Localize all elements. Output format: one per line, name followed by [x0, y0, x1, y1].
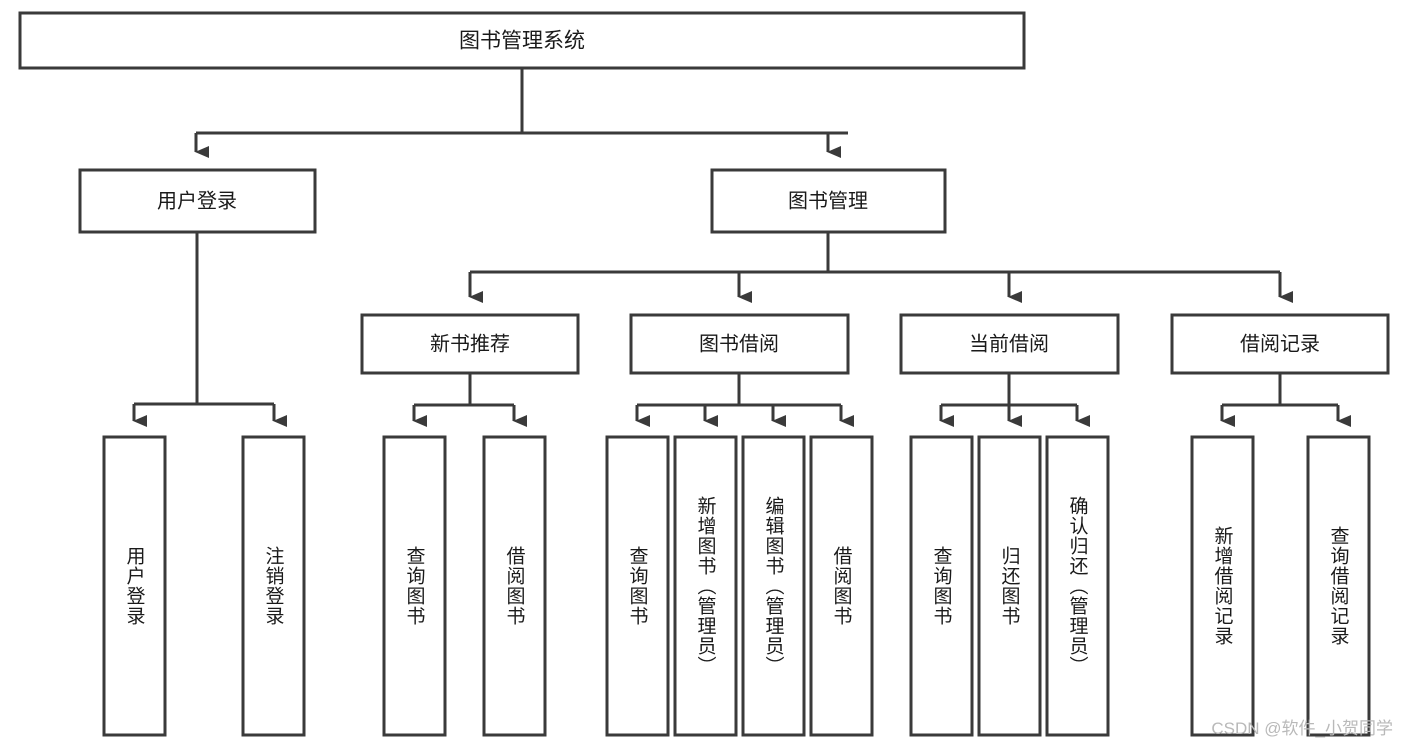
leaf-borrow-record-query[interactable]: 查询借阅记录	[1306, 435, 1371, 737]
leaf-borrow-record-query-label: 查询借阅记录	[1328, 526, 1350, 646]
leaf-book-borrow-edit-label: 编辑图书（管理员）	[763, 496, 785, 676]
leaf-borrow-record-add-label: 新增借阅记录	[1212, 526, 1234, 646]
leaf-book-borrow-query[interactable]: 查询图书	[605, 435, 670, 737]
leaf-current-borrow-query[interactable]: 查询图书	[909, 435, 974, 737]
node-borrow-record[interactable]: 借阅记录	[1170, 313, 1390, 375]
leaf-user-login-login[interactable]: 用户登录	[102, 435, 167, 737]
connector-root-to-level2	[194, 68, 848, 158]
node-current-borrow[interactable]: 当前借阅	[899, 313, 1120, 375]
leaf-new-book-query[interactable]: 查询图书	[382, 435, 447, 737]
csdn-watermark: CSDN @软件_小贺同学	[1211, 719, 1393, 738]
node-book-management-label: 图书管理	[788, 189, 868, 212]
leaf-borrow-record-add[interactable]: 新增借阅记录	[1190, 435, 1255, 737]
node-book-management[interactable]: 图书管理	[710, 168, 947, 234]
node-new-book-recommend-label: 新书推荐	[430, 332, 510, 355]
leaf-user-login-logout-label: 注销登录	[263, 546, 285, 626]
node-root-label: 图书管理系统	[459, 30, 585, 53]
node-new-book-recommend[interactable]: 新书推荐	[360, 313, 580, 375]
node-borrow-record-label: 借阅记录	[1240, 332, 1320, 355]
connector-book-borrow-to-leaves	[635, 373, 854, 427]
node-user-login[interactable]: 用户登录	[78, 168, 317, 234]
node-current-borrow-label: 当前借阅	[969, 332, 1049, 355]
connector-borrow-record-to-leaves	[1220, 373, 1351, 427]
connector-book-manage-to-level3	[468, 232, 1293, 303]
leaf-book-borrow-query-label: 查询图书	[627, 546, 649, 626]
leaf-current-borrow-return[interactable]: 归还图书	[977, 435, 1042, 737]
leaf-book-borrow-add-label: 新增图书（管理员）	[695, 496, 717, 676]
leaf-new-book-query-label: 查询图书	[404, 546, 426, 626]
leaf-book-borrow-borrow-label: 借阅图书	[831, 546, 853, 626]
leaf-new-book-borrow-label: 借阅图书	[504, 546, 526, 626]
node-root-book-management-system[interactable]: 图书管理系统	[18, 11, 1026, 70]
leaf-current-borrow-query-label: 查询图书	[931, 546, 953, 626]
connector-user-login-to-leaves	[132, 232, 287, 427]
connector-new-book-to-leaves	[412, 373, 527, 427]
leaf-book-borrow-borrow[interactable]: 借阅图书	[809, 435, 874, 737]
leaf-user-login-logout[interactable]: 注销登录	[241, 435, 306, 737]
node-book-borrow[interactable]: 图书借阅	[629, 313, 850, 375]
leaf-book-borrow-add[interactable]: 新增图书（管理员）	[673, 435, 738, 737]
node-user-login-label: 用户登录	[157, 189, 237, 212]
leaf-current-borrow-confirm-label: 确认归还（管理员）	[1067, 496, 1089, 676]
leaf-current-borrow-confirm[interactable]: 确认归还（管理员）	[1045, 435, 1110, 737]
node-book-borrow-label: 图书借阅	[699, 332, 779, 355]
leaf-new-book-borrow[interactable]: 借阅图书	[482, 435, 547, 737]
leaf-user-login-login-label: 用户登录	[124, 546, 146, 626]
leaf-current-borrow-return-label: 归还图书	[999, 546, 1021, 626]
leaf-book-borrow-edit[interactable]: 编辑图书（管理员）	[741, 435, 806, 737]
connector-current-borrow-to-leaves	[939, 373, 1090, 427]
